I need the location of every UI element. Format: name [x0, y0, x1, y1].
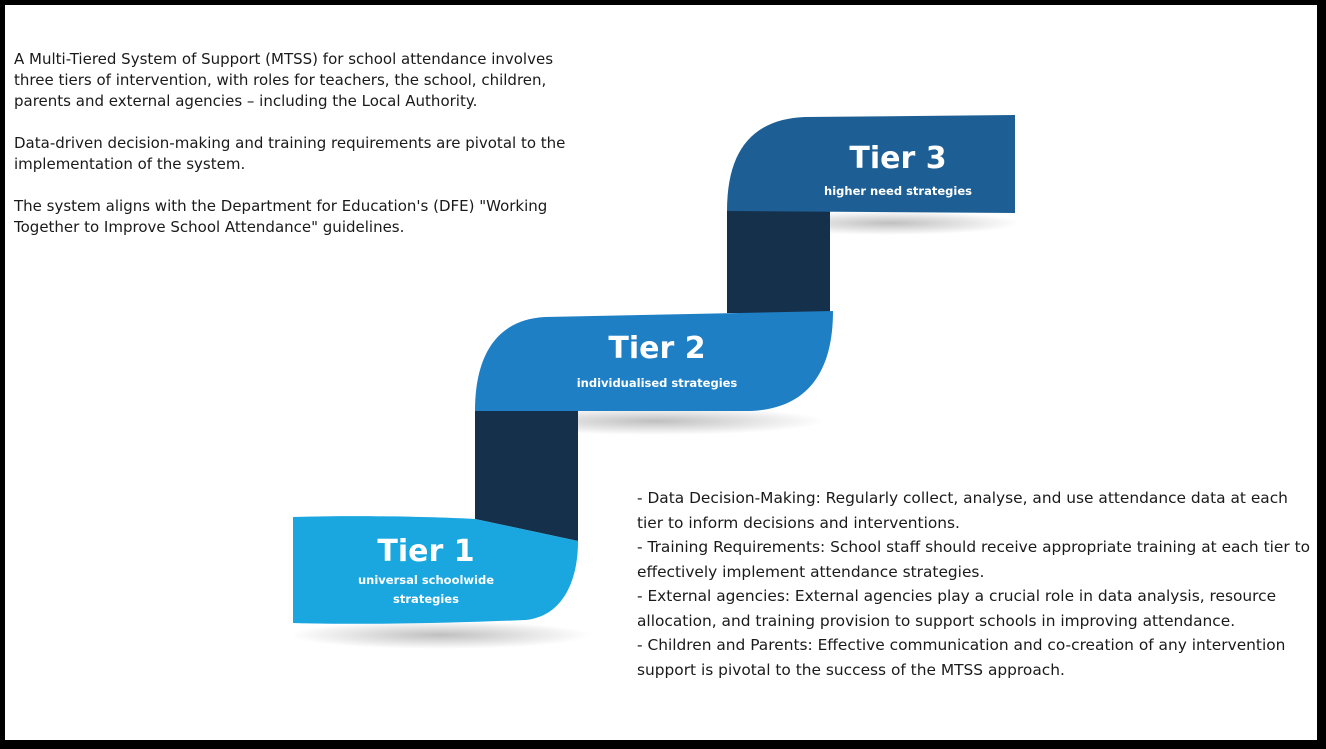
connector-tier2-tier3: [727, 211, 830, 313]
intro-paragraph-1: A Multi-Tiered System of Support (MTSS) …: [14, 50, 554, 110]
tier3-band: [727, 115, 1015, 213]
tier1-subtitle-line2: strategies: [393, 592, 459, 606]
slide-frame: A Multi-Tiered System of Support (MTSS) …: [3, 3, 1319, 742]
intro-text: A Multi-Tiered System of Support (MTSS) …: [14, 49, 594, 259]
key-point-external-agencies: - External agencies: External agencies p…: [637, 587, 1277, 630]
tier2-subtitle: individualised strategies: [577, 376, 738, 390]
intro-paragraph-2: Data-driven decision-making and training…: [14, 134, 566, 173]
tier1-subtitle-line1: universal schoolwide: [358, 573, 494, 587]
tier1-band: [293, 516, 578, 624]
tier1-shadow: [290, 621, 590, 649]
key-point-data-decision-making: - Data Decision-Making: Regularly collec…: [637, 489, 1288, 532]
tier2-band: [475, 311, 833, 411]
key-points: - Data Decision-Making: Regularly collec…: [637, 486, 1317, 682]
intro-paragraph-3: The system aligns with the Department fo…: [14, 197, 548, 236]
key-point-children-and-parents: - Children and Parents: Effective commun…: [637, 636, 1286, 679]
connector-tier1-tier2: [475, 411, 578, 541]
tier3-title: Tier 3: [849, 141, 946, 176]
tier3-subtitle: higher need strategies: [824, 184, 972, 198]
tier1-title: Tier 1: [377, 534, 474, 569]
key-point-training-requirements: - Training Requirements: School staff sh…: [637, 538, 1311, 581]
mtss-ribbon-diagram: Tier 1 universal schoolwide strategies T…: [290, 115, 1020, 649]
tier2-title: Tier 2: [608, 331, 705, 366]
